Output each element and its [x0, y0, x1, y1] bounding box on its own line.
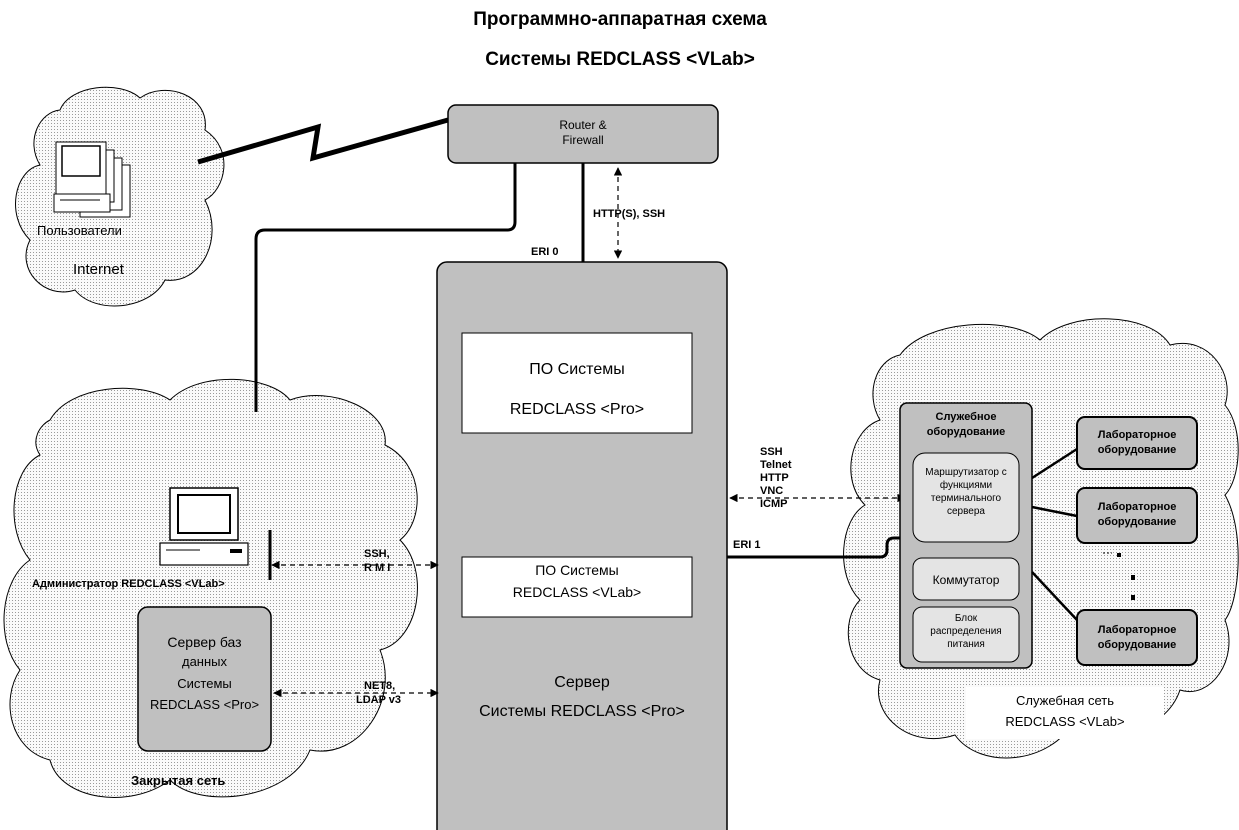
lab-equipment-label-1: Лабораторное оборудование — [1077, 428, 1197, 458]
terminal-router-line: функциями — [939, 480, 993, 491]
terminal-router-line: Маршрутизатор с — [925, 467, 1007, 478]
ssh-rmi-label-1: SSH, — [364, 548, 390, 560]
po-vlab-box — [461, 556, 693, 618]
protocol-item: Telnet — [760, 459, 792, 471]
terminal-router-line: терминального — [930, 493, 1002, 504]
db-label-4: REDCLASS <Pro> — [149, 697, 260, 712]
lab-line: оборудование — [1097, 444, 1177, 456]
users-computers-icon — [53, 141, 131, 218]
lab-link-2 — [1031, 505, 1078, 518]
protocol-item: SSH — [760, 446, 783, 458]
db-label-2: данных — [181, 654, 228, 669]
admin-computer-icon — [159, 487, 272, 580]
po-vlab-label-2: REDCLASS <VLab> — [512, 584, 642, 600]
pdu-line: Блок — [954, 613, 978, 624]
closed-net-label: Закрытая сеть — [131, 773, 226, 788]
protocol-item: HTTP — [760, 472, 789, 484]
db-server-box — [137, 606, 272, 752]
lab-equipment-box-1 — [1076, 416, 1198, 470]
terminal-router-line: сервера — [946, 506, 985, 517]
service-net-label-bg — [966, 687, 1164, 739]
service-group-label-2: оборудование — [926, 426, 1006, 438]
server-label-2: Системы REDCLASS <Pro> — [479, 703, 685, 720]
terminal-router-box — [912, 452, 1020, 543]
title-line-2: Системы REDCLASS <VLab> — [485, 49, 755, 70]
protocol-item: ICMP — [760, 498, 788, 510]
ellipsis-dot — [1117, 553, 1121, 557]
po-pro-label-1: ПО Системы — [529, 361, 625, 378]
db-label-3: Системы — [177, 676, 232, 691]
pdu-box — [912, 606, 1020, 663]
admin-uplink — [254, 163, 517, 412]
switch-label: Коммутатор — [932, 573, 1000, 587]
wan-link — [197, 117, 449, 165]
pdu-label: Блок распределения питания — [913, 612, 1019, 651]
net8-label-2: LDAP v3 — [356, 694, 402, 706]
pdu-line: распределения — [930, 626, 1002, 637]
service-group-label-1: Служебное — [935, 411, 997, 423]
lab-line: Лабораторное — [1097, 624, 1177, 636]
db-label-1: Сервер баз — [167, 634, 242, 650]
lab-equipment-box-3 — [1076, 609, 1198, 666]
eri1-link — [727, 536, 918, 559]
admin-label: Администратор REDCLASS <VLab> — [32, 578, 225, 590]
lab-link-3 — [1031, 571, 1078, 621]
ellipsis-dot — [1131, 595, 1135, 600]
lab-line: оборудование — [1097, 516, 1177, 528]
eri0-label: ERI 0 — [531, 246, 559, 258]
http-ssh-label: HTTP(S), SSH — [593, 208, 666, 220]
protocol-item: VNC — [760, 485, 784, 497]
ssh-rmi-label-2: R M I — [364, 562, 391, 574]
service-net-label-2: REDCLASS <VLab> — [1005, 714, 1125, 729]
ellipsis-dot — [1131, 575, 1135, 580]
lab-line: оборудование — [1097, 639, 1177, 651]
lab-link-1 — [1031, 447, 1078, 480]
switch-box — [912, 557, 1020, 601]
lab-equipment-label-3: Лабораторное оборудование — [1077, 623, 1197, 653]
server-label-1: Сервер — [554, 674, 610, 691]
service-net-label-1: Служебная сеть — [1016, 693, 1114, 708]
po-vlab-label-1: ПО Системы — [535, 562, 619, 578]
po-pro-box — [461, 332, 693, 434]
pdu-line: питания — [947, 639, 985, 650]
lab-line: Лабораторное — [1097, 501, 1177, 513]
lab-line: Лабораторное — [1097, 429, 1177, 441]
protocol-list: SSH Telnet HTTP VNC ICMP — [760, 446, 792, 511]
net8-label-1: NET8, — [364, 680, 396, 692]
router-label-1: Router & — [559, 118, 607, 132]
users-label: Пользователи — [37, 223, 122, 238]
lab-equipment-label-2: Лабораторное оборудование — [1077, 500, 1197, 530]
terminal-router-label: Маршрутизатор с функциями терминального … — [913, 466, 1019, 518]
router-label-2: Firewall — [562, 133, 604, 147]
eri1-label: ERI 1 — [733, 539, 761, 551]
po-pro-label-2: REDCLASS <Pro> — [509, 401, 645, 418]
internet-label: Internet — [73, 261, 124, 278]
title-line-1: Программно-аппаратная схема — [473, 9, 767, 30]
lab-equipment-box-2 — [1076, 487, 1198, 544]
